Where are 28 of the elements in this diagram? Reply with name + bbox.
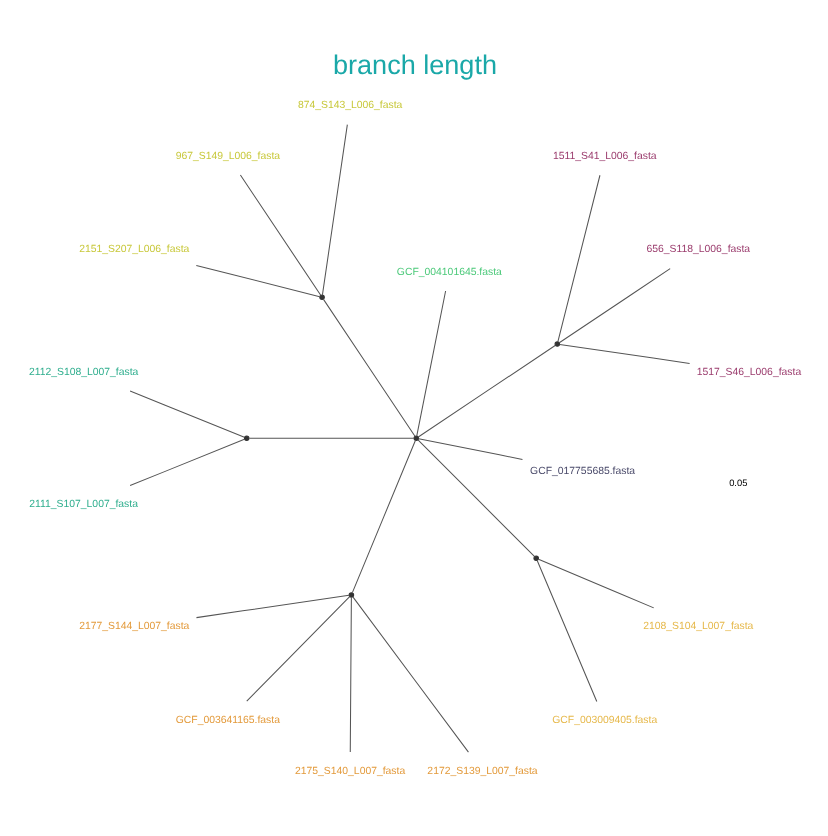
- connector: [556, 173, 600, 342]
- connector: [128, 437, 244, 486]
- connector: [557, 267, 670, 343]
- connector: [415, 289, 446, 436]
- node-point: [412, 434, 419, 441]
- connector: [558, 342, 690, 363]
- connector: [194, 593, 349, 618]
- node-point: [553, 340, 560, 346]
- connector: [128, 389, 244, 437]
- connector: [348, 595, 351, 752]
- connector: [238, 173, 321, 295]
- connector: [320, 123, 347, 295]
- connector: [322, 297, 415, 436]
- connector: [417, 437, 522, 459]
- node-point: [347, 591, 354, 597]
- connector: [350, 439, 415, 593]
- diagram-title: branch length: [331, 49, 497, 80]
- connector: [194, 264, 320, 297]
- node-point: [242, 434, 249, 441]
- connector: [416, 438, 534, 556]
- connector: [537, 557, 654, 608]
- connector: [416, 343, 555, 437]
- connector: [351, 595, 468, 752]
- connector: [535, 558, 597, 701]
- node-point: [318, 293, 324, 300]
- connector: [245, 595, 350, 701]
- node-point: [532, 554, 538, 560]
- connector: [247, 436, 414, 438]
